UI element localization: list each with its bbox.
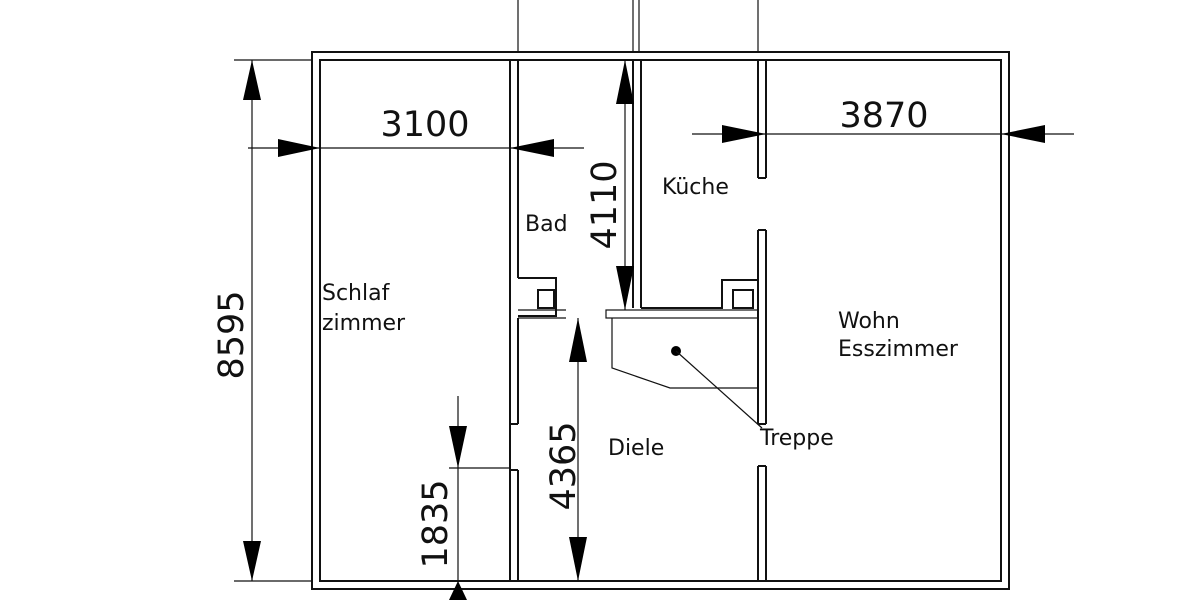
arrow-right-icon — [278, 139, 320, 157]
room-label-hall: Diele — [608, 436, 664, 461]
dimension-label-overall-height: 8595 — [212, 290, 252, 379]
wall-bedroom-bath — [509, 60, 519, 582]
room-label-living-line1: Wohn — [838, 309, 900, 334]
arrow-left-icon — [510, 139, 554, 157]
room-label-living-line2: Esszimmer — [838, 337, 959, 362]
top-extension-lines — [517, 0, 759, 52]
dimension-bath-depth: 4110 — [585, 60, 634, 310]
room-label-stairs: Treppe — [759, 426, 834, 451]
arrow-up-icon — [616, 60, 634, 104]
wall-kitchen-living — [757, 60, 767, 582]
wall-bath-kitchen — [632, 60, 642, 308]
outer-walls — [311, 51, 1010, 590]
dimension-bedroom-width: 3100 — [248, 105, 584, 157]
arrow-down-icon — [449, 426, 467, 468]
dimension-label-hall-depth: 4365 — [544, 421, 584, 510]
dimension-label-door-offset: 1835 — [416, 479, 456, 568]
arrow-down-icon — [243, 541, 261, 581]
chimney-bath — [518, 277, 566, 319]
staircase — [605, 309, 763, 429]
dimension-door-offset: 1835 — [416, 396, 510, 600]
arrow-right-icon — [722, 125, 766, 143]
room-labels: Schlaf zimmer Bad Küche Diele Treppe Woh… — [322, 175, 959, 461]
room-label-kitchen: Küche — [662, 175, 729, 200]
dimension-hall-depth: 4365 — [544, 318, 587, 581]
room-label-bedroom-line2: zimmer — [322, 311, 406, 336]
dimension-living-width: 3870 — [692, 96, 1074, 143]
arrow-left-icon — [1001, 125, 1045, 143]
room-label-bedroom-line1: Schlaf — [322, 281, 391, 306]
arrow-up-icon — [449, 581, 467, 600]
dimension-label-living-width: 3870 — [839, 96, 928, 136]
room-label-bath: Bad — [525, 212, 568, 237]
arrow-up-icon — [569, 318, 587, 362]
arrow-up-icon — [243, 60, 261, 100]
dimension-label-bath-depth: 4110 — [585, 160, 625, 249]
dimension-overall-height: 8595 — [212, 59, 312, 582]
arrow-down-icon — [569, 537, 587, 581]
chimney-kitchen — [641, 279, 758, 309]
arrow-down-icon — [616, 266, 634, 310]
dimension-label-bedroom-width: 3100 — [380, 105, 469, 145]
